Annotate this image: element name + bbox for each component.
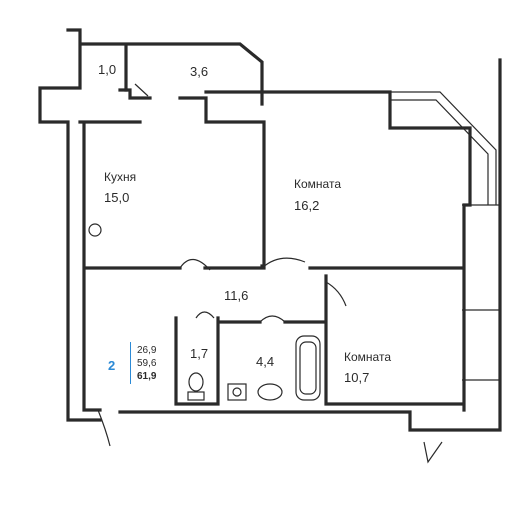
balcony-outline	[390, 91, 500, 381]
kitchen-sink-icon	[227, 383, 247, 401]
wc-area: 1,7	[190, 346, 209, 361]
room2-area: 10,7	[344, 370, 370, 385]
hall-area: 11,6	[224, 288, 249, 303]
rooms-count: 2	[108, 358, 116, 373]
bathtub-inner-icon	[299, 341, 317, 395]
pipe-icon	[88, 223, 102, 237]
kitchen-name: Кухня	[104, 170, 137, 184]
total-without-balcony: 59,6	[137, 358, 157, 369]
bath-area: 4,4	[256, 354, 275, 369]
closet-area: 1,0	[98, 62, 117, 77]
outer-walls	[38, 28, 502, 432]
sink-icon	[257, 383, 283, 401]
total-area: 61,9	[137, 371, 157, 382]
living-area: 26,9	[137, 345, 157, 356]
door-swings	[97, 83, 443, 464]
room2-name: Комната	[344, 350, 391, 364]
storage-area: 3,6	[190, 64, 209, 79]
area-summary-divider	[130, 342, 131, 384]
room1-area: 16,2	[294, 198, 320, 213]
kitchen-area: 15,0	[104, 190, 130, 205]
interior-walls	[78, 88, 472, 412]
toilet-icon	[187, 391, 205, 401]
room1-name: Комната	[294, 177, 341, 191]
